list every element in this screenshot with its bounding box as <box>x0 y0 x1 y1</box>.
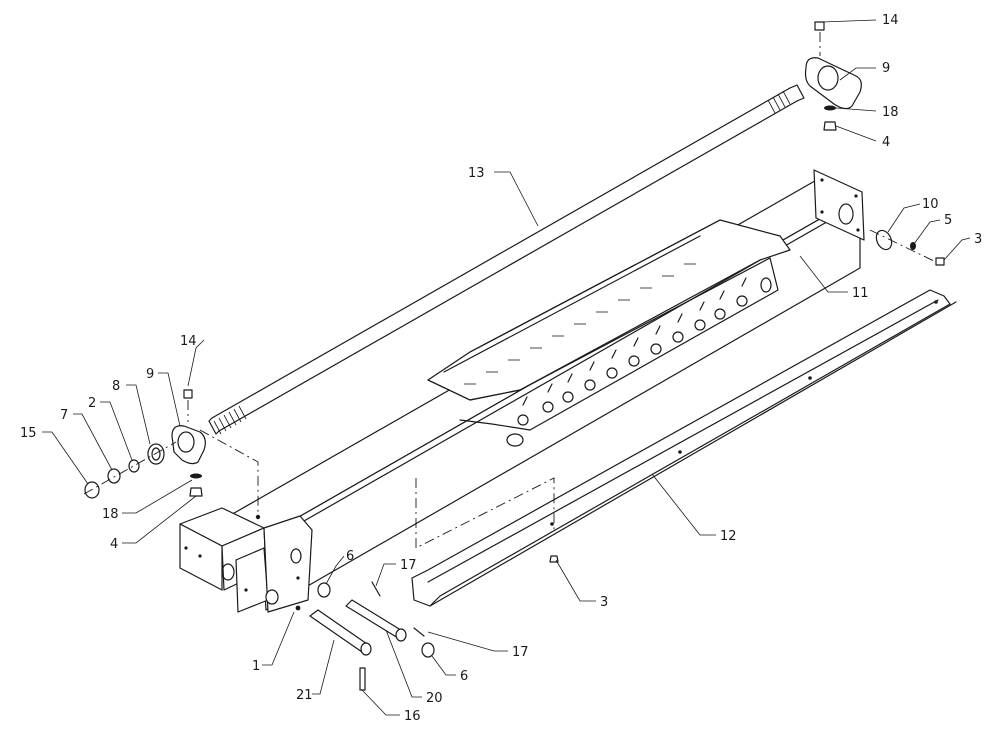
callout-14-top: 14 <box>882 13 899 28</box>
phantom-lines <box>199 429 555 549</box>
callout-18-left: 18 <box>102 507 119 522</box>
callout-7: 7 <box>60 408 68 423</box>
callout-4-left: 4 <box>110 537 118 552</box>
callout-17-upper: 17 <box>400 558 417 573</box>
main-frame-part-11 <box>179 169 865 613</box>
callout-10: 10 <box>922 197 939 212</box>
callout-5: 5 <box>944 213 952 228</box>
upper-bearing-assembly <box>804 21 945 266</box>
callout-2: 2 <box>88 396 96 411</box>
lower-pin-hardware <box>295 555 559 691</box>
callout-6-upper: 6 <box>346 549 354 564</box>
callout-13: 13 <box>468 166 485 181</box>
callout-21: 21 <box>296 688 313 703</box>
callout-3-right: 3 <box>974 232 982 247</box>
callout-4-top: 4 <box>882 135 890 150</box>
callout-16: 16 <box>404 709 421 724</box>
callout-1: 1 <box>252 659 260 674</box>
callout-labels: 14 9 18 4 13 10 5 3 11 14 8 9 2 7 15 18 … <box>20 13 982 724</box>
shaft-part-13 <box>208 84 805 435</box>
callout-14-left: 14 <box>180 334 197 349</box>
callout-11: 11 <box>852 286 869 301</box>
side-channel-part-12 <box>411 289 957 607</box>
callout-9-left: 9 <box>146 367 154 382</box>
callout-12: 12 <box>720 529 737 544</box>
callout-9-top: 9 <box>882 61 890 76</box>
callout-20: 20 <box>426 691 443 706</box>
callout-8: 8 <box>112 379 120 394</box>
callout-leaders <box>42 19 971 716</box>
callout-15: 15 <box>20 426 37 441</box>
callout-3-lower: 3 <box>600 595 608 610</box>
callout-18-top: 18 <box>882 105 899 120</box>
callout-17-lower: 17 <box>512 645 529 660</box>
callout-6-lower: 6 <box>460 669 468 684</box>
left-bearing-assembly <box>83 389 206 499</box>
